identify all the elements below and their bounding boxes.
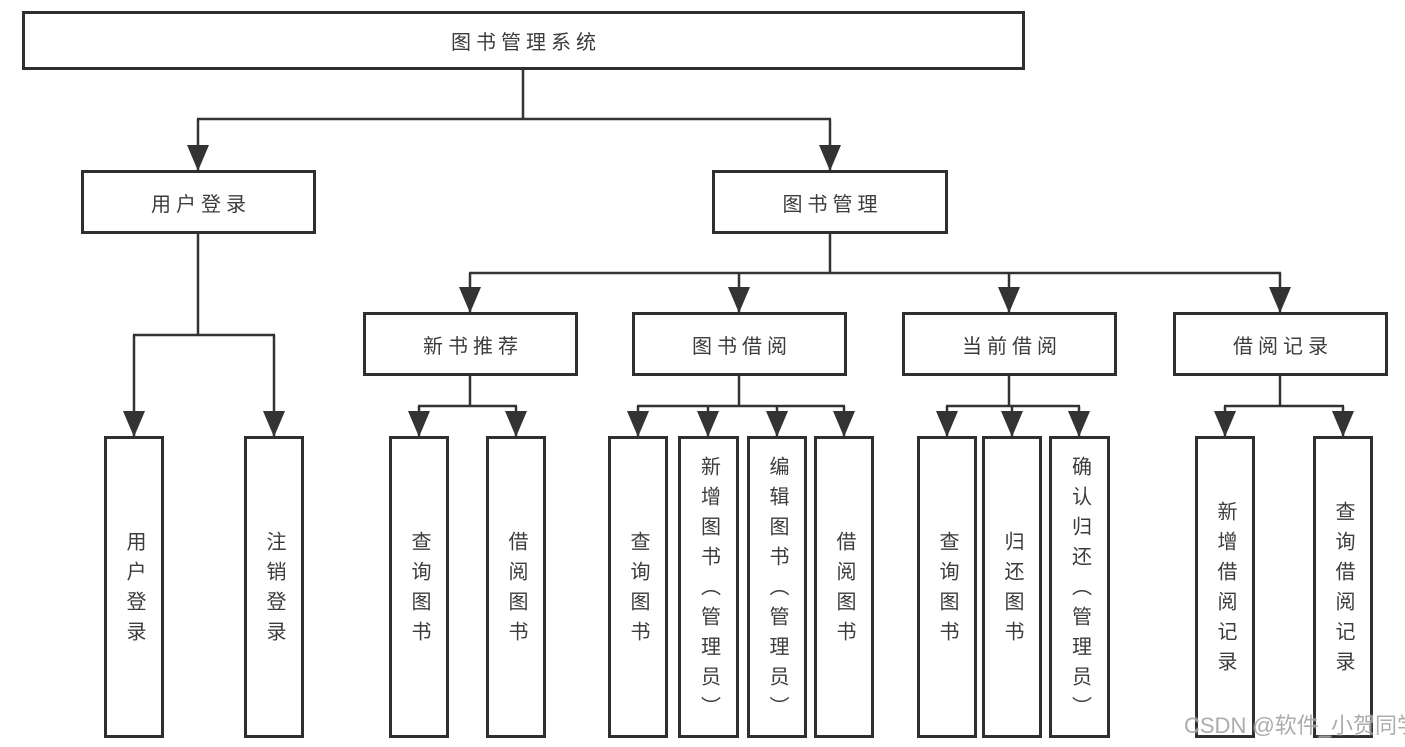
node-label: 查询图书 <box>627 531 649 651</box>
node-label: 编辑图书（管理员） <box>766 456 788 726</box>
leaf-logout-login: 注销登录 <box>244 436 304 738</box>
node-book-management-system: 图书管理系统 <box>22 11 1025 70</box>
watermark: CSDN @软件_小贺同学 <box>1184 713 1405 738</box>
leaf-return-books: 归还图书 <box>982 436 1042 738</box>
node-label: 确认归还（管理员） <box>1068 456 1091 726</box>
leaf-borrow-books-borrow: 借阅图书 <box>814 436 874 738</box>
node-book-borrowing: 图书借阅 <box>632 312 847 376</box>
node-label: 新增借阅记录 <box>1214 501 1236 681</box>
node-label: 当前借阅 <box>962 335 1062 358</box>
leaf-add-borrow-record: 新增借阅记录 <box>1195 436 1255 738</box>
node-label: 图书管理系统 <box>451 32 601 54</box>
leaf-user-login: 用户登录 <box>104 436 164 738</box>
leaf-edit-books-admin: 编辑图书（管理员） <box>747 436 807 738</box>
node-new-book-recommendation: 新书推荐 <box>363 312 578 376</box>
node-borrowing-records: 借阅记录 <box>1173 312 1388 376</box>
node-book-management: 图书管理 <box>712 170 948 234</box>
node-label: 借阅图书 <box>505 531 527 651</box>
leaf-query-books-borrow: 查询图书 <box>608 436 668 738</box>
leaf-borrow-books-recommend: 借阅图书 <box>486 436 546 738</box>
node-label: 用户登录 <box>123 531 145 651</box>
node-label: 图书借阅 <box>692 335 792 358</box>
node-label: 用户登录 <box>151 193 251 216</box>
node-label: 新增图书（管理员） <box>697 456 720 726</box>
node-label: 查询借阅记录 <box>1332 501 1354 681</box>
node-label: 查询图书 <box>936 531 958 651</box>
node-label: 注销登录 <box>263 531 285 651</box>
leaf-add-books-admin: 新增图书（管理员） <box>678 436 739 738</box>
node-user-login: 用户登录 <box>81 170 316 234</box>
node-label: 新书推荐 <box>423 335 523 358</box>
node-label: 借阅记录 <box>1233 335 1333 358</box>
node-label: 查询图书 <box>408 531 430 651</box>
leaf-query-books-recommend: 查询图书 <box>389 436 449 738</box>
node-label: 借阅图书 <box>833 531 855 651</box>
node-label: 归还图书 <box>1001 531 1023 651</box>
leaf-query-books-current: 查询图书 <box>917 436 977 738</box>
node-current-borrowing: 当前借阅 <box>902 312 1117 376</box>
leaf-confirm-return-admin: 确认归还（管理员） <box>1049 436 1110 738</box>
node-label: 图书管理 <box>782 193 883 216</box>
leaf-query-borrow-record: 查询借阅记录 <box>1313 436 1373 738</box>
